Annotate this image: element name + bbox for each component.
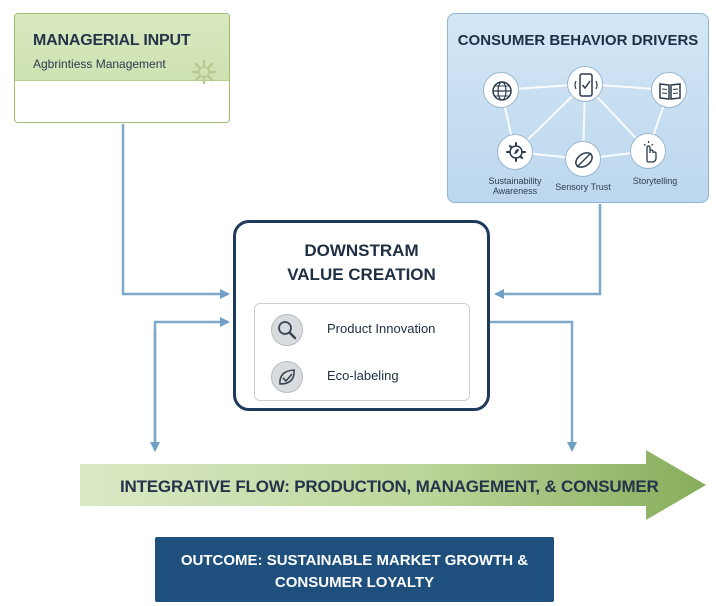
managerial-input-subtitle: Agbrintiess Management bbox=[33, 57, 166, 71]
sustainability-label-line2: Awareness bbox=[492, 186, 538, 196]
consumer-behavior-drivers-panel: CONSUMER BEHAVIOR DRIVERS bbox=[447, 13, 709, 203]
value-creation-title-line1: DOWNSTRAM bbox=[304, 241, 419, 260]
consumer-drivers-title: CONSUMER BEHAVIOR DRIVERS bbox=[457, 32, 699, 49]
eco-labeling-label: Eco-labeling bbox=[327, 368, 399, 383]
smartphone-check-icon bbox=[567, 66, 603, 102]
managerial-input-header: MANAGERIAL INPUT Agbrintiess Management bbox=[15, 14, 229, 85]
value-creation-box: DOWNSTRAM VALUE CREATION Product Innovat… bbox=[233, 220, 490, 411]
consumer-to-center-arrow bbox=[494, 204, 602, 299]
value-creation-title-line2: VALUE CREATION bbox=[287, 265, 436, 284]
book-icon bbox=[651, 72, 687, 108]
left-loop-arrow-up bbox=[153, 317, 230, 445]
integrative-flow-arrow: INTEGRATIVE FLOW: PRODUCTION, MANAGEMENT… bbox=[80, 450, 706, 520]
managerial-input-box: MANAGERIAL INPUT Agbrintiess Management bbox=[14, 13, 230, 123]
sustainability-label-line1: Sustainability bbox=[488, 176, 542, 186]
globe-icon bbox=[483, 72, 519, 108]
integrative-flow-label: INTEGRATIVE FLOW: PRODUCTION, MANAGEMENT… bbox=[120, 477, 659, 496]
storytelling-label: Storytelling bbox=[632, 176, 678, 186]
managerial-to-center-arrow bbox=[121, 124, 230, 299]
sustainability-icon bbox=[497, 134, 533, 170]
magnifier-icon bbox=[271, 314, 303, 346]
outcome-line2: CONSUMER LOYALTY bbox=[274, 574, 435, 591]
outcome-line1: OUTCOME: SUSTAINABLE MARKET GROWTH & bbox=[180, 552, 529, 569]
product-innovation-label: Product Innovation bbox=[327, 321, 436, 336]
outcome-box: OUTCOME: SUSTAINABLE MARKET GROWTH & CON… bbox=[155, 537, 554, 602]
flow-arrow-shape bbox=[80, 450, 706, 520]
touch-hand-icon bbox=[630, 133, 666, 169]
sustainability-awareness-label: Sustainability Awareness bbox=[478, 176, 552, 196]
right-loop-arrow bbox=[490, 320, 577, 452]
managerial-input-title: MANAGERIAL INPUT bbox=[33, 32, 191, 49]
eco-leaf-icon bbox=[271, 361, 303, 393]
sensory-trust-label: Sensory Trust bbox=[555, 182, 611, 192]
value-creation-items: Product Innovation Eco-labeling bbox=[254, 303, 470, 401]
leaf-sensor-icon bbox=[565, 141, 601, 177]
gear-icon bbox=[191, 59, 217, 85]
